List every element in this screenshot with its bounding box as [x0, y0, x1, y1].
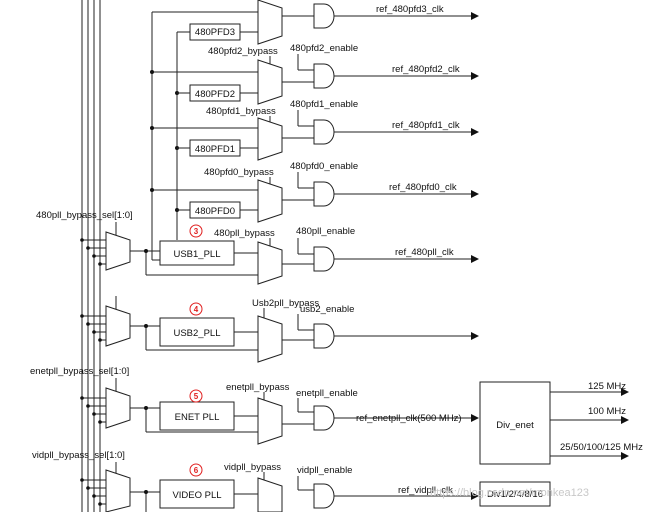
svg-text:5: 5: [194, 392, 199, 401]
pfd0-enable-label: 480pfd0_enable: [290, 161, 358, 172]
svg-text:3: 3: [194, 227, 199, 236]
pll480-bypass-sel-label: 480pll_bypass_sel[1:0]: [36, 210, 133, 221]
div-video-block: [479, 481, 551, 507]
enet-pll-block: [159, 401, 235, 431]
video-input-mux: [105, 469, 131, 512]
pfd2-block-label: 480PFD2: [195, 89, 235, 100]
div-enet-label: Div_enet: [496, 420, 534, 431]
usb1-pll-block: [159, 240, 235, 266]
usb1-pll-label: USB1_PLL: [173, 249, 220, 260]
video-bypass-mux: [257, 477, 283, 512]
pll480-output-label: ref_480pll_clk: [395, 247, 454, 258]
pfd3-block-label: 480PFD3: [195, 27, 235, 38]
marker-5: 5: [189, 389, 203, 403]
enet-multi-label: 25/50/100/125 MHz: [560, 442, 643, 453]
pfd3-and-gate: [313, 3, 335, 29]
pfd2-and-gate: [313, 63, 335, 89]
enet-125-label: 125 MHz: [588, 381, 626, 392]
vidpll-bypass-label: vidpll_bypass: [224, 462, 281, 473]
pfd0-block-label: 480PFD0: [195, 206, 235, 217]
usb2-pll-block: [159, 317, 235, 347]
pfd1-block-label: 480PFD1: [195, 144, 235, 155]
pfd1-bypass-label: 480pfd1_bypass: [206, 106, 276, 117]
usb2-bypass-mux: [257, 315, 283, 363]
marker-4: 4: [189, 302, 203, 316]
usb1-and-gate: [313, 246, 335, 272]
usb2-pll-row: USB2_PLL 4 Usb2pll_bypass usb2_enable: [80, 296, 479, 363]
pfd0-and-gate: [313, 181, 335, 207]
pfd1-mux: [257, 117, 283, 161]
enet-input-mux: [105, 387, 131, 429]
enetpll-enable-label: enetpll_enable: [296, 388, 358, 399]
pfd1-row: 480pfd1_bypass 480pfd1_enable 480PFD1 re…: [177, 99, 479, 161]
watermark: https://blog.csdn.net/monkea123: [430, 487, 589, 499]
pfd3-mux: [257, 0, 283, 45]
pfd1-output-label: ref_480pfd1_clk: [392, 120, 460, 131]
pfd0-row: 480pfd0_bypass 480pfd0_enable 480PFD0 re…: [177, 161, 479, 223]
usb2-bypass-label: Usb2pll_bypass: [252, 298, 319, 309]
enet-100-label: 100 MHz: [588, 406, 626, 417]
enet-output-label: ref_enetpll_clk(500 MHz): [356, 413, 462, 424]
enetpll-bypass-label: enetpll_bypass: [226, 382, 290, 393]
pfd1-enable-label: 480pfd1_enable: [290, 99, 358, 110]
video-output-label: ref_vidpll_clk: [398, 485, 453, 496]
pfd3-output-label: ref_480pfd3_clk: [376, 4, 444, 15]
pfd1-and-gate: [313, 119, 335, 145]
pfd2-enable-label: 480pfd2_enable: [290, 43, 358, 54]
enet-pll-row: enetpll_bypass_sel[1:0] ENET PLL 5 enetp…: [30, 366, 643, 465]
svg-text:4: 4: [194, 305, 199, 314]
pll480-enable-label: 480pll_enable: [296, 226, 355, 237]
usb2-input-mux: [105, 305, 131, 347]
pfd0-mux: [257, 179, 283, 223]
usb2-pll-label: USB2_PLL: [173, 328, 220, 339]
video-and-gate: [313, 483, 335, 509]
marker-3: 3: [189, 224, 203, 238]
enet-bypass-mux: [257, 397, 283, 445]
pfd0-output-label: ref_480pfd0_clk: [389, 182, 457, 193]
div-enet-block: [479, 381, 551, 465]
usb2-and-gate: [313, 323, 335, 349]
vidpll-bypass-sel-label: vidpll_bypass_sel[1:0]: [32, 450, 125, 461]
enet-pll-label: ENET PLL: [175, 412, 220, 423]
vidpll-enable-label: vidpll_enable: [297, 465, 352, 476]
div-video-label: Div1/2/4/8/16: [487, 489, 543, 500]
pfd2-row: 480pfd2_bypass 480pfd2_enable 480PFD2 re…: [177, 43, 479, 105]
svg-text:6: 6: [194, 466, 199, 475]
enet-and-gate: [313, 405, 335, 431]
pfd3-row: 480PFD3 ref_480pfd3_clk: [177, 0, 479, 45]
video-pll-row: vidpll_bypass_sel[1:0] VIDEO PLL 6 vidpl…: [32, 450, 551, 512]
pfd2-output-label: ref_480pfd2_clk: [392, 64, 460, 75]
pfd-distribution-lines: [150, 11, 258, 260]
pll480-bypass-label: 480pll_bypass: [214, 228, 275, 239]
enetpll-bypass-sel-label: enetpll_bypass_sel[1:0]: [30, 366, 129, 377]
usb1-input-mux: [105, 231, 131, 271]
marker-6: 6: [189, 463, 203, 477]
pfd2-mux: [257, 59, 283, 105]
pfd2-bypass-label: 480pfd2_bypass: [208, 46, 278, 57]
video-pll-label: VIDEO PLL: [172, 490, 221, 501]
pfd0-bypass-label: 480pfd0_bypass: [204, 167, 274, 178]
usb1-bypass-mux: [257, 241, 283, 285]
usb2-enable-label: usb2_enable: [300, 304, 354, 315]
usb1-pll-row: 480pll_bypass_sel[1:0] USB1_PLL 3 480pll…: [36, 210, 479, 285]
